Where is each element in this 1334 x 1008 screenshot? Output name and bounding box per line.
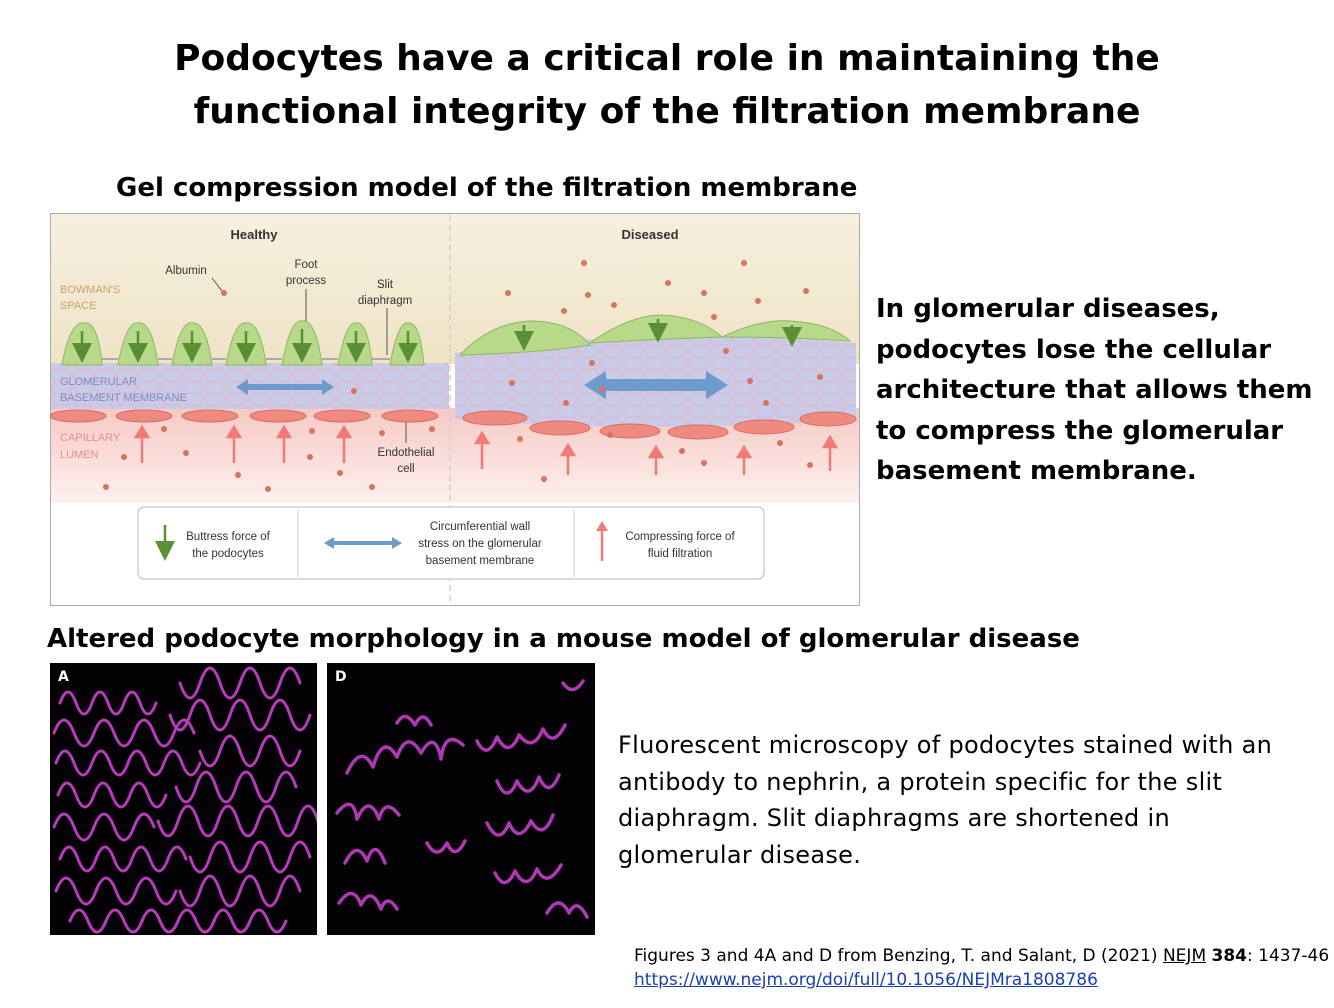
legend-circumferential-2: stress on the glomerular	[418, 538, 542, 550]
micrograph-panel-a: A	[50, 663, 320, 935]
circumferential-stress-arrow-healthy	[236, 379, 334, 395]
legend-buttress-1: Buttress force of	[186, 531, 271, 543]
title-line-2: functional integrity of the filtration m…	[193, 91, 1141, 132]
citation-prefix: Figures 3 and 4A and D from Benzing, T. …	[634, 946, 1163, 966]
legend-compressing-1: Compressing force of	[625, 531, 735, 543]
side-text-line: to compress the glomerular	[876, 415, 1284, 446]
foot-process-label-2: process	[286, 275, 327, 287]
citation: Figures 3 and 4A and D from Benzing, T. …	[634, 944, 1329, 992]
gbm-label-1: GLOMERULAR	[60, 376, 137, 388]
micrograph-panel-d: D	[327, 663, 595, 935]
legend-double-arrow	[324, 537, 402, 549]
citation-pages: : 1437-46	[1247, 946, 1330, 966]
glomerular-disease-statement: In glomerular diseases, podocytes lose t…	[876, 289, 1316, 492]
legend-buttress-2: the podocytes	[192, 548, 264, 560]
citation-volume: 384	[1211, 946, 1248, 966]
albumin-label: Albumin	[165, 265, 207, 277]
morphology-heading: Altered podocyte morphology in a mouse m…	[47, 624, 1080, 654]
caption-line: Fluorescent microscopy of podocytes stai…	[618, 731, 1273, 759]
gel-compression-diagram: Healthy Diseased BOWMAN'S SPACE GLOMERUL…	[50, 213, 860, 606]
legend-compressing-2: fluid filtration	[648, 548, 713, 560]
diseased-podocyte-micrograph	[335, 679, 589, 919]
healthy-podocyte-micrograph	[52, 666, 320, 934]
caption-line: antibody to nephrin, a protein specific …	[618, 767, 1223, 796]
citation-link[interactable]: https://www.nejm.org/doi/full/10.1056/NE…	[634, 970, 1098, 990]
slide-title: Podocytes have a critical role in mainta…	[0, 32, 1334, 138]
bowmans-space-label-1: BOWMAN'S	[60, 284, 120, 296]
diagram-legend: Buttress force of the podocytes Circumfe…	[137, 506, 765, 580]
legend-circumferential-1: Circumferential wall	[430, 521, 530, 533]
capillary-lumen-label-1: CAPILLARY	[60, 432, 121, 444]
side-text-line: basement membrane.	[876, 456, 1197, 486]
foot-process-label-1: Foot	[294, 259, 318, 271]
buttress-arrows-healthy	[72, 329, 418, 363]
bowmans-space-label-2: SPACE	[60, 300, 96, 312]
caption-line: diaphragm. Slit diaphragms are shortened…	[618, 804, 1170, 832]
side-text-line: podocytes lose the cellular	[876, 334, 1272, 365]
endothelial-cell-label-1: Endothelial	[378, 447, 435, 459]
diseased-label: Diseased	[621, 227, 678, 242]
gel-model-heading: Gel compression model of the filtration …	[116, 173, 858, 203]
legend-circumferential-3: basement membrane	[426, 555, 535, 567]
slit-diaphragm-label-1: Slit	[377, 279, 394, 291]
caption-line: glomerular disease.	[618, 840, 862, 869]
citation-journal: NEJM	[1162, 946, 1207, 966]
circumferential-stress-arrow-diseased	[584, 371, 728, 399]
endothelial-cells-healthy	[50, 409, 439, 423]
compressing-arrows	[133, 424, 839, 475]
citation-text: Figures 3 and 4A and D from Benzing, T. …	[634, 944, 1329, 968]
capillary-lumen-label-2: LUMEN	[60, 449, 99, 461]
panel-d-label: D	[335, 669, 347, 685]
buttress-arrows-diseased	[514, 319, 802, 351]
gbm-label-2: BASEMENT MEMBRANE	[60, 392, 187, 404]
title-line-1: Podocytes have a critical role in mainta…	[174, 38, 1160, 79]
side-text-line: In glomerular diseases,	[876, 294, 1220, 324]
healthy-label: Healthy	[231, 227, 279, 242]
side-text-line: architecture that allows them	[876, 375, 1313, 405]
endothelial-cell-label-2: cell	[397, 463, 414, 475]
micrograph-caption: Fluorescent microscopy of podocytes stai…	[618, 727, 1308, 873]
albumin-particles	[103, 260, 823, 492]
endothelial-cells-diseased	[462, 410, 857, 440]
panel-a-label: A	[58, 669, 69, 685]
slit-diaphragm-label-2: diaphragm	[358, 295, 412, 307]
